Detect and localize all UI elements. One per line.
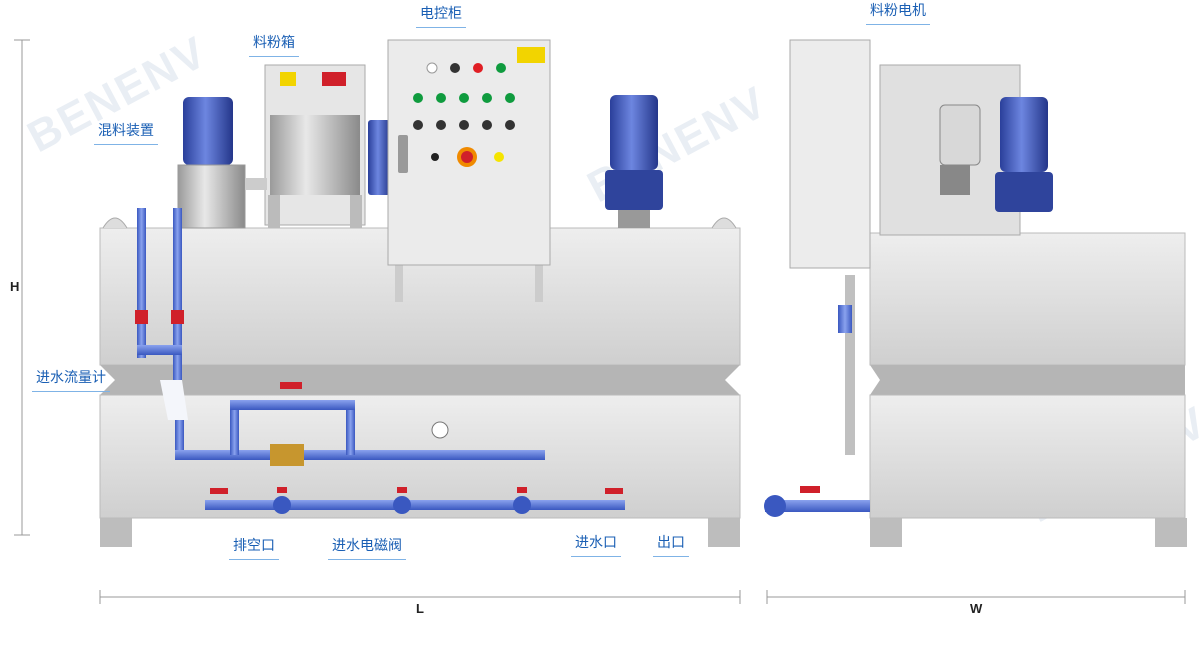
label-inlet-solenoid-valve: 进水电磁阀 xyxy=(328,535,406,560)
label-drain-port: 排空口 xyxy=(229,535,279,560)
label-powder-motor: 料粉电机 xyxy=(866,0,930,25)
label-mixing-device: 混料装置 xyxy=(94,120,158,145)
agitator-motor xyxy=(605,95,663,228)
valve-handles xyxy=(135,310,623,494)
label-powder-hopper: 料粉箱 xyxy=(249,32,299,57)
powder-hopper xyxy=(264,64,390,228)
control-cabinet xyxy=(387,39,551,302)
dimension-l xyxy=(99,590,741,604)
dimension-h-label: H xyxy=(10,279,20,294)
label-inlet-flowmeter: 进水流量计 xyxy=(32,367,110,392)
mixing-device xyxy=(177,97,267,229)
inlet-piping xyxy=(137,208,625,514)
label-outlet: 出口 xyxy=(653,532,689,557)
side-tank xyxy=(764,39,1187,547)
front-tank xyxy=(99,217,741,547)
label-water-inlet: 进水口 xyxy=(571,532,621,557)
dimension-h xyxy=(14,39,30,536)
dimension-l-label: L xyxy=(416,601,424,616)
label-control-cabinet: 电控柜 xyxy=(416,3,466,28)
dimension-w-label: W xyxy=(970,601,983,616)
indicator-lights xyxy=(413,62,515,167)
dimension-w xyxy=(766,590,1186,604)
